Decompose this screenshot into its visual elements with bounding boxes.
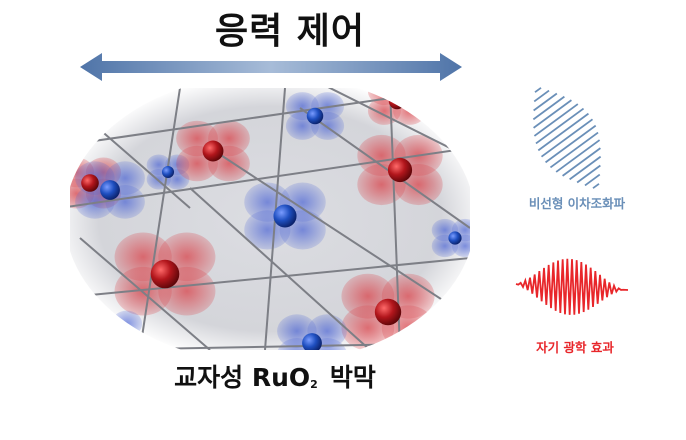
caption: 교자성 RuO2 박막 <box>130 358 420 394</box>
blue-wave-stroke <box>549 131 599 169</box>
legend-red-label: 자기 광학 효과 <box>536 340 614 355</box>
blue-wave-stroke <box>533 103 579 137</box>
blue-atom <box>306 107 324 125</box>
blue-wave-stroke <box>545 124 597 164</box>
blue-wave-stroke <box>555 139 601 173</box>
blue-wave-stroke <box>562 147 601 177</box>
blue-atom <box>448 231 462 245</box>
blue-orbital-lobe <box>111 310 143 337</box>
caption-main: 교자성 RuO <box>174 363 311 392</box>
blue-wave-stroke <box>533 99 572 129</box>
caption-suffix: 박막 <box>329 363 376 392</box>
blue-wave-stroke <box>532 95 565 121</box>
blue-wave-stroke <box>592 183 600 189</box>
blue-atom <box>302 333 322 350</box>
blue-wave-stroke <box>537 112 589 152</box>
blue-wave-packet-icon <box>532 87 602 189</box>
blue-wave-stroke <box>569 155 602 181</box>
blue-atom <box>161 165 175 179</box>
red-orbital-lobe <box>393 96 427 125</box>
blue-wave-stroke <box>535 107 585 145</box>
red-atom <box>388 92 406 110</box>
page-title: 응력 제어 <box>214 11 365 52</box>
blue-orbital-lobe <box>111 329 143 350</box>
blue-atom <box>107 325 123 341</box>
red-wave-stroke <box>515 258 629 315</box>
red-atom <box>150 259 180 289</box>
blue-atom <box>273 204 297 228</box>
red-atom <box>387 157 413 183</box>
double-arrow-icon <box>80 53 462 81</box>
red-atom <box>374 298 402 326</box>
legend-blue-label: 비선형 이차조화파 <box>528 196 626 211</box>
red-atom <box>81 174 99 192</box>
red-orbital-lobe <box>393 88 427 106</box>
caption-subscript: 2 <box>310 378 318 391</box>
blue-wave-stroke <box>533 92 558 112</box>
red-wave-packet-icon <box>515 258 629 315</box>
blue-wave-stroke <box>540 118 594 158</box>
blue-wave-stroke <box>534 87 542 93</box>
blue-atom <box>100 180 120 200</box>
red-atom <box>202 140 224 162</box>
blue-wave-stroke <box>576 164 601 184</box>
blue-wave-stroke <box>584 173 601 187</box>
blue-orbital-lobe <box>87 310 119 337</box>
ruo2-lattice-illustration <box>70 88 470 350</box>
blue-orbital-lobe <box>87 329 119 350</box>
blue-wave-stroke <box>533 89 550 103</box>
